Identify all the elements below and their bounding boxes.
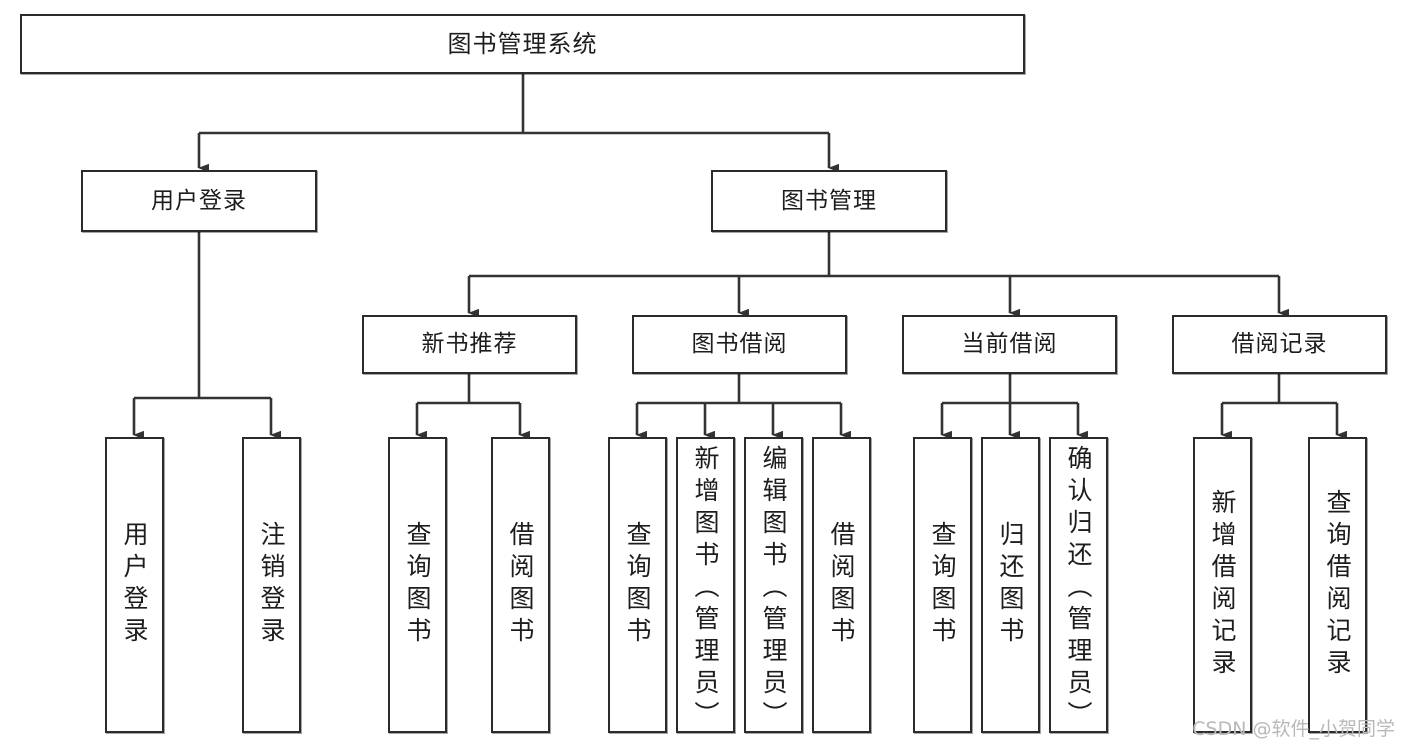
node-label: 用户登录 (151, 187, 247, 214)
node-label: 借阅图书 (506, 521, 535, 649)
leaf-query-book-current[interactable]: 查询图书 (913, 437, 972, 733)
node-label: 编辑图书（管理员） (759, 445, 788, 733)
watermark-text: CSDN @软件_小贺同学 (1192, 718, 1395, 740)
node-label: 查询图书 (403, 521, 432, 649)
node-label: 注销登录 (257, 521, 286, 649)
node-label: 图书借阅 (691, 331, 788, 357)
node-label: 用户登录 (120, 521, 149, 649)
node-label: 借阅记录 (1231, 331, 1328, 357)
leaf-return-book[interactable]: 归还图书 (981, 437, 1040, 733)
leaf-borrow-book-recommend[interactable]: 借阅图书 (491, 437, 550, 733)
leaf-borrow-book[interactable]: 借阅图书 (812, 437, 871, 733)
node-label: 新增借阅记录 (1208, 489, 1237, 681)
leaf-confirm-return-admin[interactable]: 确认归还（管理员） (1049, 437, 1108, 733)
node-root-system[interactable]: 图书管理系统 (20, 14, 1025, 74)
node-label: 查询图书 (928, 521, 957, 649)
node-label: 当前借阅 (961, 331, 1058, 357)
node-label: 归还图书 (996, 521, 1025, 649)
node-user-login[interactable]: 用户登录 (81, 170, 317, 232)
leaf-add-book-admin[interactable]: 新增图书（管理员） (676, 437, 735, 733)
node-label: 确认归还（管理员） (1064, 445, 1093, 733)
node-label: 查询借阅记录 (1323, 489, 1352, 681)
node-label: 新书推荐 (421, 331, 518, 357)
node-book-management[interactable]: 图书管理 (711, 170, 947, 232)
leaf-query-book-borrow[interactable]: 查询图书 (608, 437, 667, 733)
node-label: 新增图书（管理员） (691, 445, 720, 733)
node-current-borrow[interactable]: 当前借阅 (902, 315, 1117, 374)
node-label: 借阅图书 (827, 521, 856, 649)
leaf-edit-book-admin[interactable]: 编辑图书（管理员） (744, 437, 803, 733)
leaf-query-borrow-record[interactable]: 查询借阅记录 (1308, 437, 1367, 733)
leaf-user-login[interactable]: 用户登录 (105, 437, 164, 733)
node-label: 图书管理 (781, 187, 877, 214)
node-new-book-recommend[interactable]: 新书推荐 (362, 315, 577, 374)
node-borrow-record[interactable]: 借阅记录 (1172, 315, 1387, 374)
leaf-query-book-recommend[interactable]: 查询图书 (388, 437, 447, 733)
node-book-borrow[interactable]: 图书借阅 (632, 315, 847, 374)
leaf-logout[interactable]: 注销登录 (242, 437, 301, 733)
leaf-add-borrow-record[interactable]: 新增借阅记录 (1193, 437, 1252, 733)
node-label: 查询图书 (623, 521, 652, 649)
node-label: 图书管理系统 (447, 30, 598, 58)
